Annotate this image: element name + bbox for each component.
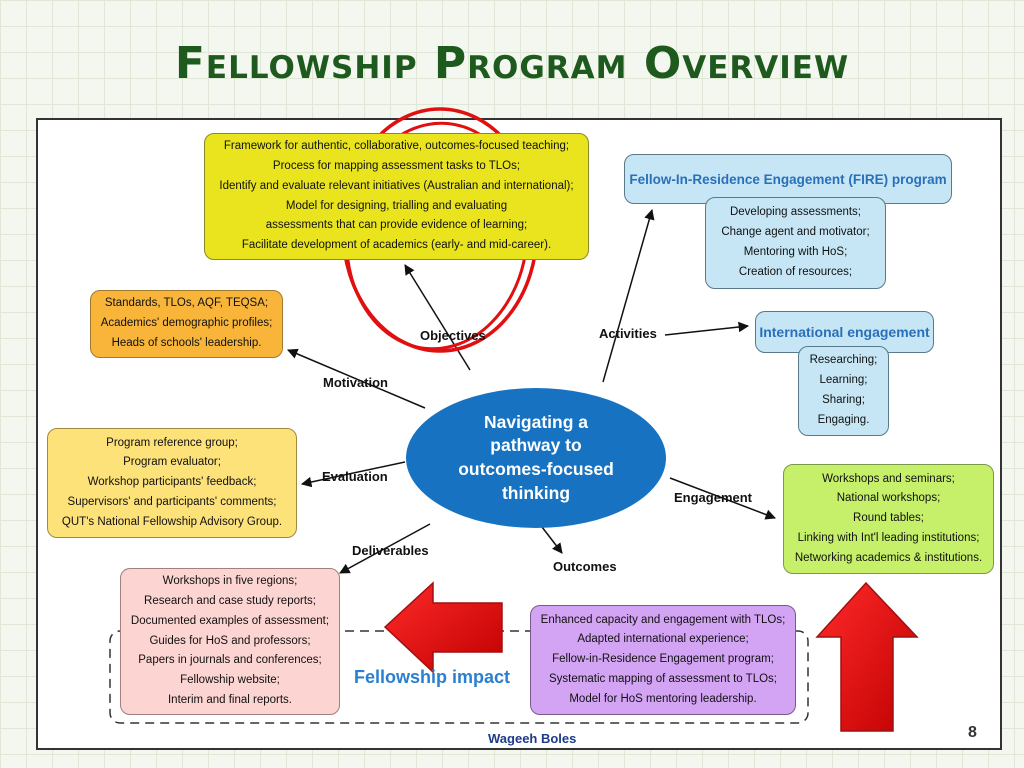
- international-line: Learning;: [819, 374, 868, 387]
- arrow-activities: [602, 208, 655, 383]
- arrow-deliverables: [339, 523, 431, 574]
- fire-line: Mentoring with HoS;: [743, 246, 848, 258]
- evaluation-line: Program reference group;: [106, 436, 238, 449]
- red-left-arrow: [383, 581, 503, 674]
- deliverables-line: Interim and final reports.: [167, 693, 292, 706]
- center-line: pathway to: [490, 435, 582, 456]
- engagement-line: Workshops and seminars;: [822, 472, 955, 485]
- motivation-line: Standards, TLOs, AQF, TEQSA;: [104, 297, 269, 310]
- arrow-objectives: [404, 264, 471, 371]
- engagement-line: Linking with Int'l leading institutions;: [797, 531, 980, 544]
- motivation-line: Heads of schools' leadership.: [111, 336, 262, 349]
- motivation-line: Academics' demographic profiles;: [100, 317, 273, 330]
- outcomes-box: Enhanced capacity and engagement with TL…: [530, 605, 796, 715]
- label-outcomes: Outcomes: [553, 559, 617, 574]
- deliverables-line: Workshops in five regions;: [162, 575, 298, 588]
- deliverables-box: Workshops in five regions; Research and …: [120, 568, 340, 715]
- evaluation-line: Supervisors' and participants' comments;: [67, 495, 277, 508]
- outcomes-line: Adapted international experience;: [577, 633, 749, 646]
- center-line: thinking: [501, 482, 571, 503]
- evaluation-line: Workshop participants' feedback;: [87, 476, 257, 489]
- arrow-motivation: [287, 348, 426, 409]
- arrow-outcomes: [541, 526, 563, 554]
- objectives-line: Model for designing, trialling and evalu…: [285, 199, 508, 212]
- slide-title: Fellowship Program Overview: [174, 38, 850, 89]
- engagement-line: National workshops;: [836, 492, 941, 505]
- label-evaluation: Evaluation: [322, 469, 388, 484]
- arrow-international: [664, 321, 750, 336]
- international-line: Researching;: [809, 354, 878, 367]
- arrow-engagement: [669, 477, 776, 520]
- outcomes-line: Enhanced capacity and engagement with TL…: [540, 613, 786, 626]
- engagement-box: Workshops and seminars; National worksho…: [783, 464, 994, 574]
- objectives-line: Process for mapping assessment tasks to …: [272, 159, 521, 172]
- evaluation-line: Program evaluator;: [123, 456, 221, 469]
- outcomes-line: Systematic mapping of assessment to TLOs…: [549, 672, 777, 685]
- label-objectives: Objectives: [420, 328, 486, 343]
- center-ellipse: Navigating a pathway to outcomes-focused…: [406, 388, 666, 528]
- deliverables-line: Fellowship website;: [180, 674, 280, 687]
- objectives-line: Facilitate development of academics (ear…: [241, 239, 552, 252]
- label-engagement: Engagement: [674, 490, 753, 505]
- objectives-line: Framework for authentic, collaborative, …: [223, 140, 570, 153]
- engagement-line: Round tables;: [853, 512, 924, 525]
- arrow-evaluation: [300, 461, 406, 488]
- fire-line: Developing assessments;: [729, 206, 862, 219]
- deliverables-line: Documented examples of assessment;: [130, 614, 330, 627]
- engagement-line: Networking academics & institutions.: [794, 551, 983, 564]
- center-line: Navigating a: [483, 411, 589, 432]
- deliverables-line: Research and case study reports;: [144, 595, 316, 608]
- international-line: Sharing;: [822, 394, 865, 406]
- motivation-box: Standards, TLOs, AQF, TEQSA; Academics' …: [90, 290, 283, 358]
- fire-line: Change agent and motivator;: [721, 226, 870, 239]
- international-line: Engaging.: [817, 413, 870, 426]
- fellowship-impact-label: Fellowship impact: [354, 667, 511, 687]
- deliverables-line: Guides for HoS and professors;: [149, 634, 311, 647]
- fire-program-header: Fellow-In-Residence Engagement (FIRE) pr…: [624, 154, 952, 204]
- center-line: outcomes-focused: [458, 459, 614, 479]
- outcomes-line: Fellow-in-Residence Engagement program;: [552, 653, 774, 666]
- fire-line: Creation of resources;: [738, 265, 853, 278]
- international-engagement-box: Researching; Learning; Sharing; Engaging…: [798, 346, 889, 436]
- objectives-line: assessments that can provide evidence of…: [265, 219, 528, 232]
- evaluation-line: QUT's National Fellowship Advisory Group…: [61, 515, 283, 528]
- fire-program-box: Developing assessments; Change agent and…: [705, 197, 886, 289]
- label-motivation: Motivation: [323, 375, 388, 390]
- objectives-box: Framework for authentic, collaborative, …: [204, 133, 589, 260]
- footer-author: Wageeh Boles: [488, 731, 577, 746]
- red-up-arrow: [815, 581, 919, 732]
- page-number: 8: [968, 724, 977, 741]
- label-activities: Activities: [599, 326, 657, 341]
- label-deliverables: Deliverables: [352, 543, 429, 558]
- objectives-line: Identify and evaluate relevant initiativ…: [219, 179, 574, 192]
- outcomes-line: Model for HoS mentoring leadership.: [569, 692, 757, 705]
- evaluation-box: Program reference group; Program evaluat…: [47, 428, 297, 538]
- deliverables-line: Papers in journals and conferences;: [138, 654, 322, 667]
